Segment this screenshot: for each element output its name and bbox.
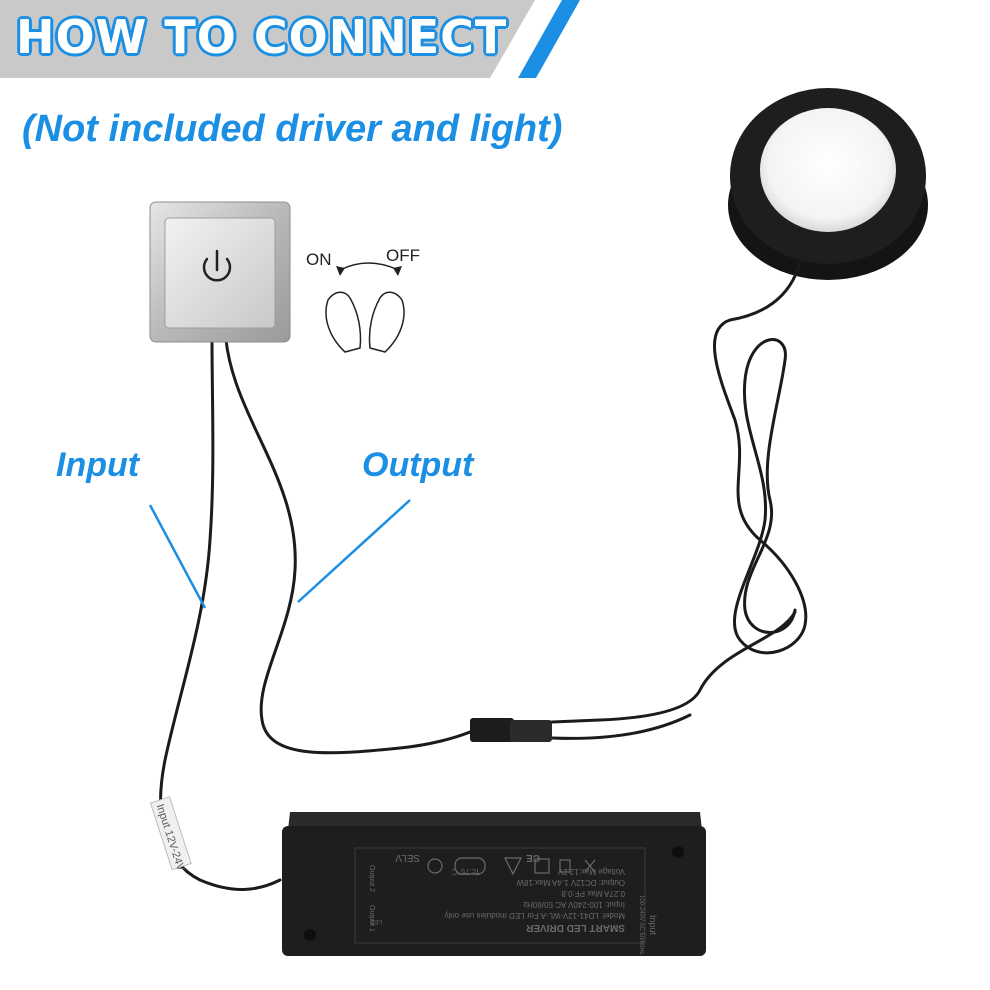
driver-label-panel <box>354 847 646 944</box>
off-label: OFF <box>386 246 420 265</box>
recycle-bin-icon <box>584 859 596 873</box>
connector-male <box>470 718 514 742</box>
light-cable-coil <box>713 260 808 655</box>
banner-background <box>0 0 580 78</box>
driver-current-rating: 0.27A Max PF:0.8 <box>561 889 625 898</box>
driver-heading: SMART LED DRIVER <box>525 922 625 933</box>
switch-cables <box>159 338 472 891</box>
cert-circle-icon <box>427 858 443 874</box>
driver-output2-label: Output 2 <box>368 865 375 892</box>
driver-label-text: SMART LED DRIVER Model: LD41-12V-WL-A Fo… <box>368 852 658 955</box>
hand-wave-icon <box>325 262 405 353</box>
input-cable <box>159 338 282 891</box>
driver-cert-icons <box>427 857 596 876</box>
cable-tag-label <box>149 796 192 871</box>
power-icon <box>202 249 232 282</box>
cable-tag: Input 12V-24V <box>149 796 192 873</box>
arrow-left-icon <box>336 266 345 276</box>
driver-output-rating: Output: DC12V 1.4A Max:18W <box>516 878 625 887</box>
driver-screw-hole-right <box>672 846 684 858</box>
led-driver: SMART LED DRIVER Model: LD41-12V-WL-A Fo… <box>282 812 706 956</box>
output-label: Output <box>362 446 474 484</box>
output-callout-line <box>297 499 411 603</box>
left-hand-icon <box>325 291 362 353</box>
banner-grey-band <box>0 0 535 78</box>
page-title: HOW TO CONNECT <box>16 10 508 64</box>
driver-output1-label: Output 1 <box>368 905 375 932</box>
driver-top-face <box>288 812 702 830</box>
output-cable <box>224 338 472 755</box>
driver-ce-mark: CE <box>526 852 540 863</box>
header-banner: HOW TO CONNECT <box>0 0 990 80</box>
light-cable-return <box>550 713 692 740</box>
light-cable-lead <box>550 610 797 724</box>
lock-icon <box>559 859 571 873</box>
driver-screw-hole-left <box>304 929 316 941</box>
driver-input-rating-side: 100-240V AC 50/60Hz <box>638 895 644 955</box>
input-label: Input <box>56 446 140 484</box>
double-insulation-icon <box>534 858 550 874</box>
puck-light <box>728 88 928 280</box>
driver-input-rating: Input: 100-240V AC 50/60Hz <box>523 900 625 909</box>
puck-light-lens <box>760 108 896 232</box>
input-callout-line <box>148 504 207 609</box>
callout-lines <box>148 499 411 609</box>
arrow-right-icon <box>393 266 402 276</box>
switch-button <box>164 217 276 329</box>
driver-led-label: LED <box>370 918 382 924</box>
driver-input-port-label: Input <box>648 915 658 936</box>
on-label: ON <box>306 250 332 269</box>
driver-voltage-rating: Voltage Max:12.2V <box>557 867 625 876</box>
driver-temp-rating: Tc:75°C <box>452 867 480 876</box>
warning-triangle-icon <box>504 857 522 876</box>
subtitle-note: (Not included driver and light) <box>22 108 563 150</box>
light-cable <box>550 260 808 740</box>
driver-selv-mark: SELV <box>395 852 420 863</box>
connector-female <box>510 720 552 742</box>
right-hand-icon <box>368 291 405 353</box>
cable-connector <box>470 718 552 742</box>
banner-blue-stripe <box>518 0 580 78</box>
cert-logo-icon <box>454 857 486 875</box>
driver-model: Model: LD41-12V-WL-A For LED modules use… <box>444 911 625 920</box>
touch-switch <box>149 201 291 343</box>
